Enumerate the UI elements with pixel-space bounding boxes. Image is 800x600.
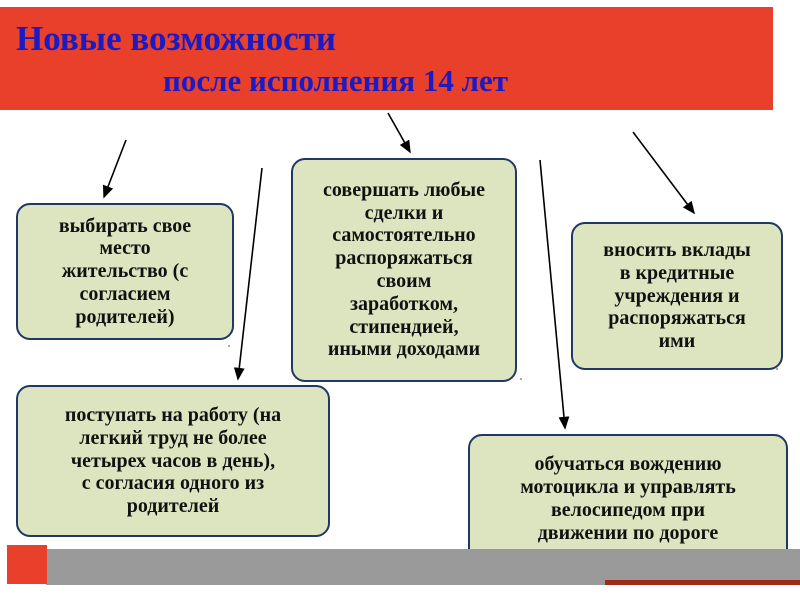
decor-dot <box>520 378 522 380</box>
arrow-to-driving <box>539 159 570 430</box>
box-bank-deposits: вносить вклады в кредитные учреждения и … <box>571 222 783 370</box>
arrow-to-home <box>102 139 127 199</box>
title-line-1: Новые возможности <box>16 19 337 58</box>
footer-red-square <box>7 545 47 584</box>
box-take-job: поступать на работу (на легкий труд не б… <box>16 385 330 537</box>
decor-dot <box>228 345 230 347</box>
decor-dot <box>776 368 778 370</box>
title-line-2: после исполнения 14 лет <box>163 63 508 98</box>
arrow-to-deposits <box>632 131 695 215</box>
box-driving-training: обучаться вождению мотоцикла и управлять… <box>468 434 788 564</box>
footer-accent-line <box>605 580 800 585</box>
title-banner: Новые возможности после исполнения 14 ле… <box>0 7 773 110</box>
box-make-deals: совершать любые сделки и самостоятельно … <box>291 158 517 382</box>
box-choose-residence: выбирать свое место жительство (с соглас… <box>16 203 234 340</box>
arrow-to-deals <box>387 112 411 154</box>
arrow-to-work <box>233 167 263 381</box>
footer-bar <box>46 549 800 585</box>
